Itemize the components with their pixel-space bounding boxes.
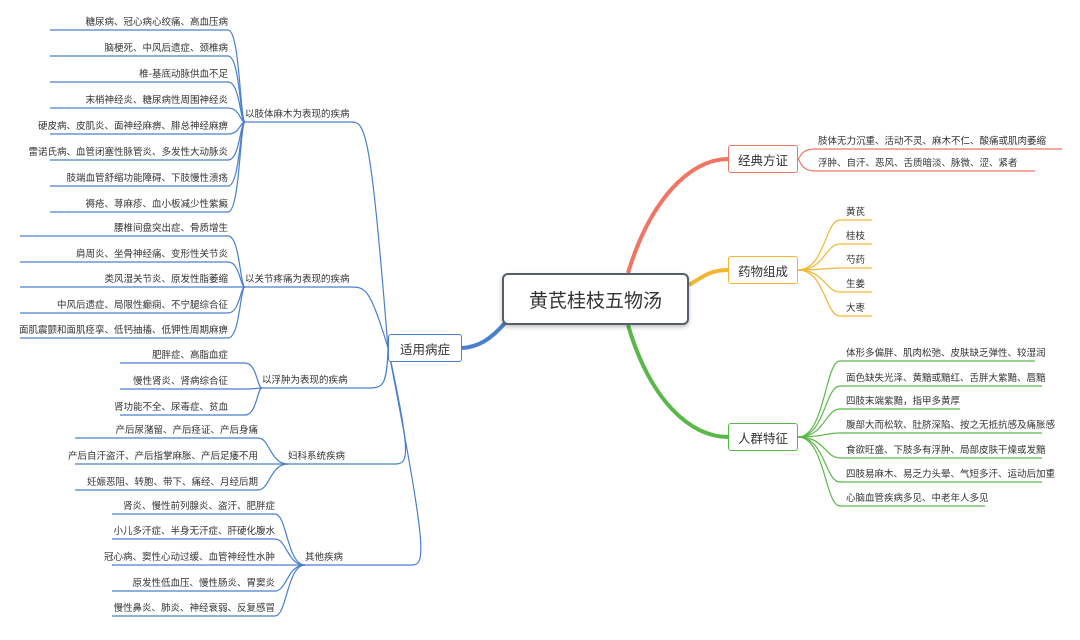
- link-left-group: [349, 121, 389, 349]
- link-left-group: [387, 347, 407, 465]
- leaf-item[interactable]: 生姜: [846, 279, 866, 290]
- leaf-item[interactable]: 四肢末端紫黯，指甲多黄厚: [846, 396, 961, 407]
- group-label-gynecology[interactable]: 妇科系统疾病: [288, 451, 346, 462]
- leaf-item[interactable]: 妊娠恶阻、转胞、带下、痛经、月经后期: [86, 477, 258, 488]
- link-center-classic: [626, 157, 729, 274]
- link-right-leaf: [797, 158, 816, 172]
- link-right-leaf: [797, 385, 841, 438]
- link-group-leaf: [257, 463, 289, 491]
- group-label-edema[interactable]: 以浮肿为表现的疾病: [262, 375, 348, 386]
- link-right-leaf: [797, 408, 841, 438]
- group-label-joint-pain[interactable]: 以关节疼痛为表现的疾病: [245, 274, 350, 285]
- leaf-item[interactable]: 雷诺氏病、血管闭塞性脉管炎、多发性大动脉炎: [28, 147, 228, 158]
- leaf-item[interactable]: 芍药: [846, 255, 866, 266]
- leaf-item[interactable]: 糖尿病、冠心病心绞痛、高血压病: [85, 17, 228, 28]
- leaf-item[interactable]: 肥胖症、高脂血症: [151, 350, 228, 361]
- leaf-item[interactable]: 肾功能不全、尿毒症、贫血: [113, 402, 228, 413]
- link-right-leaf: [797, 219, 841, 271]
- branch-herb-composition[interactable]: 药物组成: [728, 256, 798, 284]
- link-group-leaf: [257, 437, 289, 465]
- leaf-item[interactable]: 体形多偏胖、肌肉松弛、皮肤缺乏弹性、较湿润: [846, 348, 1046, 359]
- leaf-item[interactable]: 中风后遗症、局限性癫痫、不宁腿综合征: [56, 300, 228, 311]
- leaf-item[interactable]: 四肢易麻木、易乏力头晕、气短多汗、运动后加重: [846, 469, 1056, 480]
- leaf-item[interactable]: 浮肿、自汗、恶风、舌质暗淡、脉微、涩、紧者: [818, 158, 1018, 169]
- link-group-leaf: [274, 564, 306, 592]
- link-group-leaf: [244, 387, 263, 416]
- leaf-item[interactable]: 类风湿关节炎、原发性脂萎缩: [104, 274, 228, 285]
- leaf-item[interactable]: 产后自汗盗汗、产后指掌麻胀、产后足痿不用: [67, 451, 258, 462]
- link-group-leaf: [244, 362, 263, 389]
- leaf-item[interactable]: 产后尿潴留、产后痉证、产后身痛: [115, 425, 258, 436]
- leaf-item[interactable]: 黄芪: [846, 207, 866, 218]
- branch-classic-indications[interactable]: 经典方证: [728, 145, 798, 173]
- leaf-item[interactable]: 面色缺失光泽、黄黯或黯红、舌胖大紫黯、唇黯: [846, 373, 1046, 384]
- link-right-leaf: [797, 436, 841, 459]
- leaf-item[interactable]: 原发性低血压、慢性肠炎、胃窦炎: [132, 578, 275, 589]
- link-group-leaf: [274, 564, 306, 617]
- leaf-item[interactable]: 肢端血管舒缩功能障碍、下肢慢性溃疡: [66, 173, 228, 184]
- link-right-leaf: [797, 436, 841, 483]
- link-group-leaf: [244, 387, 263, 390]
- leaf-item[interactable]: 椎-基底动脉供血不足: [139, 69, 228, 80]
- leaf-item[interactable]: 肩周炎、坐骨神经痛、变形性关节炎: [75, 249, 228, 260]
- link-group-leaf: [227, 235, 246, 288]
- branch-applicable-diseases[interactable]: 适用病症: [388, 334, 462, 362]
- leaf-item[interactable]: 冠心病、窦性心动过缓、血管神经性水肿: [103, 552, 275, 563]
- leaf-item[interactable]: 桂枝: [846, 231, 866, 242]
- link-right-leaf: [797, 360, 841, 438]
- leaf-item[interactable]: 腹部大而松软、肚脐深陷、按之无抵抗感及痛胀感: [846, 420, 1056, 431]
- leaf-item[interactable]: 面肌震颤和面肌痉挛、低钙抽搐、低钾性周期麻痹: [18, 325, 228, 336]
- link-group-leaf: [274, 538, 306, 566]
- link-right-leaf: [797, 436, 841, 507]
- link-center-people: [626, 324, 729, 439]
- leaf-item[interactable]: 小儿多汗症、半身无汗症、肝硬化腹水: [113, 526, 275, 537]
- branch-population-traits[interactable]: 人群特征: [728, 423, 798, 451]
- leaf-item[interactable]: 肢体无力沉重、活动不灵、麻木不仁、酸痛或肌肉萎缩: [818, 136, 1047, 147]
- link-right-leaf: [797, 243, 841, 271]
- link-group-leaf: [227, 261, 246, 288]
- group-label-numbness[interactable]: 以肢体麻木为表现的疾病: [245, 109, 350, 120]
- link-right-leaf: [797, 148, 816, 160]
- link-center-left: [461, 321, 507, 350]
- central-topic[interactable]: 黄芪桂枝五物汤: [502, 273, 689, 325]
- leaf-item[interactable]: 心脑血管疾病多见、中老年人多见: [846, 493, 989, 504]
- leaf-item[interactable]: 褥疮、荨麻疹、血小板减少性紫癜: [85, 199, 228, 210]
- link-group-leaf: [227, 286, 246, 339]
- link-left-group: [387, 347, 422, 566]
- leaf-item[interactable]: 慢性肾炎、肾病综合征: [132, 376, 228, 387]
- leaf-item[interactable]: 食欲旺盛、下肢多有浮肿、局部皮肤干燥或发黯: [846, 445, 1046, 456]
- leaf-item[interactable]: 大枣: [846, 303, 866, 314]
- leaf-item[interactable]: 肾炎、慢性前列腺炎、盗汗、肥胖症: [122, 501, 275, 512]
- link-group-leaf: [227, 121, 246, 213]
- leaf-item[interactable]: 硬皮病、皮肌炎、面神经麻痹、腓总神经麻痹: [37, 121, 228, 132]
- link-left-group: [366, 347, 389, 389]
- leaf-item[interactable]: 慢性鼻炎、肺炎、神经衰弱、反复感冒: [113, 603, 275, 614]
- link-group-leaf: [274, 513, 306, 566]
- link-right-leaf: [797, 269, 841, 293]
- link-group-leaf: [227, 81, 246, 123]
- link-left-group: [349, 286, 389, 349]
- leaf-item[interactable]: 末梢神经炎、糖尿病性周围神经炎: [85, 95, 228, 106]
- leaf-item[interactable]: 脑梗死、中风后遗症、颈椎病: [104, 43, 228, 54]
- link-group-leaf: [227, 107, 246, 123]
- link-right-leaf: [797, 269, 841, 317]
- leaf-item[interactable]: 腰椎间盘突出症、骨质增生: [113, 223, 228, 234]
- link-center-herbs: [687, 268, 729, 287]
- group-label-other[interactable]: 其他疾病: [305, 552, 344, 563]
